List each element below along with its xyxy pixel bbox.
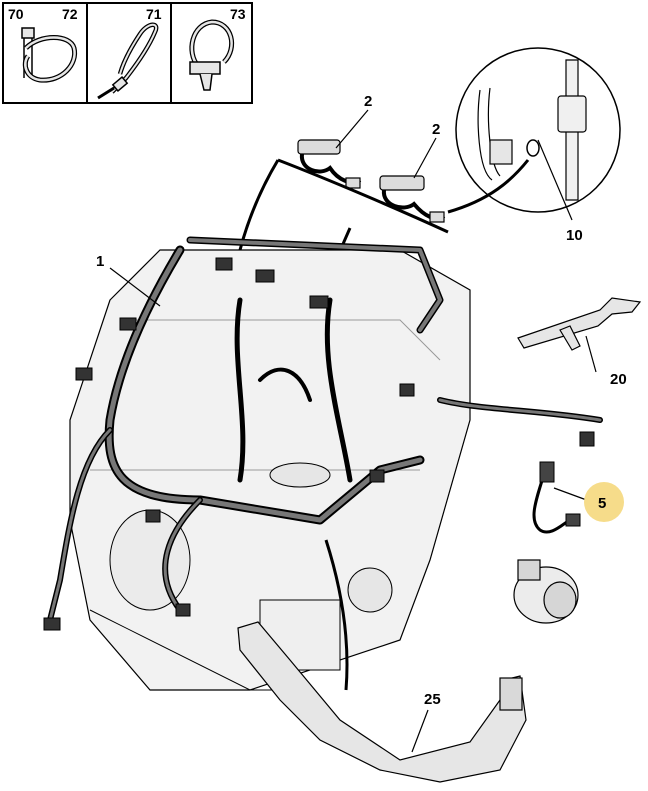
callout-5: 5 — [598, 495, 606, 512]
legend-panel: 70 72 71 73 — [2, 2, 253, 104]
lower-bracket-part-25 — [237, 621, 527, 783]
callout-20: 20 — [610, 371, 627, 388]
callout-2-a: 2 — [364, 93, 372, 110]
callout-25: 25 — [424, 691, 441, 708]
harness-connectors — [43, 257, 595, 631]
legend-cell-clamp-bolt: 70 72 — [8, 6, 78, 83]
injector-harness-part-b — [379, 175, 446, 223]
legend-label-72: 72 — [62, 6, 78, 22]
callout-10: 10 — [566, 227, 583, 244]
main-wiring-harness — [47, 236, 603, 623]
detail-circle — [447, 47, 621, 221]
callout-5-highlight — [584, 482, 624, 522]
sensor-part-5 — [513, 461, 581, 624]
legend-label-70: 70 — [8, 6, 24, 22]
callout-1: 1 — [96, 253, 104, 270]
injector-harness-part-a — [297, 139, 362, 189]
bracket-part-20 — [517, 297, 642, 351]
engine-block — [69, 249, 471, 691]
legend-label-73: 73 — [230, 6, 246, 22]
clip-clamp-icon — [189, 19, 235, 91]
clamp-bolt-icon — [21, 27, 78, 83]
cable-tie-icon — [97, 22, 159, 100]
legend-cell-clip-clamp: 73 — [189, 6, 246, 91]
o-ring-icon — [526, 139, 540, 157]
legend-cell-cable-tie: 71 — [97, 6, 162, 100]
legend-label-71: 71 — [146, 6, 162, 22]
leader-lines — [109, 109, 597, 753]
callout-2-b: 2 — [432, 121, 440, 138]
